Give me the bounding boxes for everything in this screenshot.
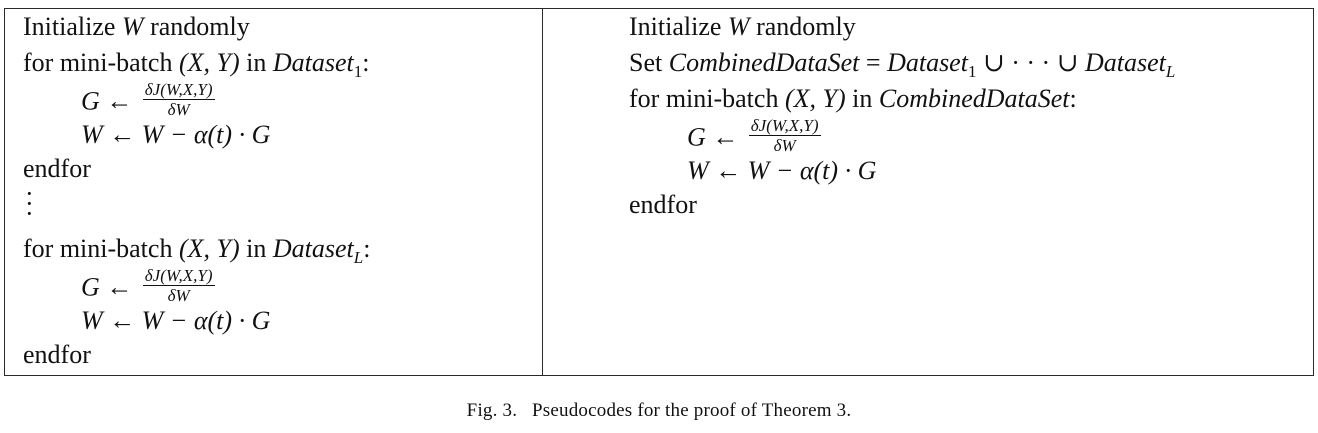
equals-sign: = — [865, 48, 881, 77]
gradient-var: G — [81, 86, 100, 116]
loop-keyword: for mini-batch — [23, 234, 173, 263]
dataset-L: Dataset — [1085, 48, 1166, 77]
fraction-denominator: δW — [167, 100, 190, 119]
gradient-fraction: δJ(W,X,Y) δW — [142, 80, 215, 119]
pseudocode-table: Initialize W randomly for mini-batch (X,… — [4, 8, 1314, 376]
endfor-keyword: endfor — [23, 340, 91, 369]
endfor-line: endfor — [629, 191, 697, 219]
endfor-keyword: endfor — [23, 154, 91, 183]
loop-dataset: CombinedDataSet — [878, 84, 1070, 113]
init-rest: randomly — [150, 12, 250, 41]
gradient-line-1: G ← δJ(W,X,Y) δW — [81, 81, 215, 122]
update-rhs: W − α(t) · G — [747, 156, 877, 185]
dataset-1: Dataset — [887, 48, 968, 77]
loop-args: (X, Y) — [178, 48, 240, 77]
endfor-line-2: endfor — [23, 341, 91, 369]
gradient-fraction: δJ(W,X,Y) δW — [748, 116, 821, 155]
fraction-denominator: δW — [167, 286, 190, 305]
gradient-var: G — [687, 122, 706, 152]
sequential-training-pseudocode: Initialize W randomly for mini-batch (X,… — [5, 9, 543, 375]
endfor-keyword: endfor — [629, 190, 697, 219]
dataset-1-subscript: 1 — [967, 62, 977, 81]
gradient-line: G ← δJ(W,X,Y) δW — [687, 117, 821, 158]
loop-args: (X, Y) — [178, 234, 240, 263]
loop-dataset: Dataset — [272, 48, 354, 77]
loop-in: in — [246, 48, 267, 77]
init-variable: W — [121, 12, 144, 41]
loop-colon: : — [1069, 84, 1077, 113]
update-lhs: W — [687, 156, 709, 185]
init-keyword: Initialize — [629, 12, 722, 41]
update-line-1: W ← W − α(t) · G — [81, 120, 271, 149]
union-ellipsis: ∪ · · · ∪ — [982, 48, 1079, 77]
vertical-ellipsis-icon: ··· — [25, 179, 34, 228]
loop-dataset-subscript: L — [353, 248, 364, 267]
assign-arrow: ← — [106, 272, 133, 302]
init-line: Initialize W randomly — [23, 13, 250, 41]
update-line: W ← W − α(t) · G — [687, 156, 877, 185]
fraction-denominator: δW — [773, 136, 796, 155]
loop-keyword: for mini-batch — [629, 84, 779, 113]
figure-caption: Fig. 3. Pseudocodes for the proof of The… — [466, 400, 852, 421]
gradient-fraction: δJ(W,X,Y) δW — [142, 266, 215, 305]
fraction-numerator: δJ(W,X,Y) — [142, 80, 215, 100]
init-rest: randomly — [756, 12, 856, 41]
loop-datasetL-line: for mini-batch (X, Y) in DatasetL: — [23, 234, 371, 268]
loop-args: (X, Y) — [784, 84, 846, 113]
gradient-line-2: G ← δJ(W,X,Y) δW — [81, 267, 215, 308]
loop-in: in — [852, 84, 873, 113]
init-line: Initialize W randomly — [629, 13, 856, 41]
set-keyword: Set — [629, 48, 663, 77]
update-rhs: W − α(t) · G — [141, 306, 271, 335]
init-keyword: Initialize — [23, 12, 116, 41]
dataset-L-subscript: L — [1165, 62, 1176, 81]
loop-dataset1-line: for mini-batch (X, Y) in Dataset1: — [23, 48, 370, 82]
set-combined-line: Set CombinedDataSet = Dataset1 ∪ · · · ∪… — [629, 49, 1175, 86]
update-rhs: W − α(t) · G — [141, 120, 271, 149]
update-lhs: W — [81, 120, 103, 149]
assign-arrow: ← — [712, 122, 739, 152]
combined-dataset-name: CombinedDataSet — [668, 48, 860, 77]
gradient-var: G — [81, 272, 100, 302]
loop-combined-line: for mini-batch (X, Y) in CombinedDataSet… — [629, 85, 1077, 113]
loop-in: in — [246, 234, 267, 263]
loop-dataset-subscript: 1 — [353, 62, 363, 81]
init-variable: W — [727, 12, 750, 41]
fraction-numerator: δJ(W,X,Y) — [142, 266, 215, 286]
fraction-numerator: δJ(W,X,Y) — [748, 116, 821, 136]
loop-dataset: Dataset — [272, 234, 354, 263]
assign-arrow: ← — [106, 86, 133, 116]
loop-keyword: for mini-batch — [23, 48, 173, 77]
update-lhs: W — [81, 306, 103, 335]
update-line-2: W ← W − α(t) · G — [81, 306, 271, 335]
endfor-line-1: endfor — [23, 155, 91, 183]
combined-training-pseudocode: Initialize W randomly Set CombinedDataSe… — [543, 9, 1313, 375]
